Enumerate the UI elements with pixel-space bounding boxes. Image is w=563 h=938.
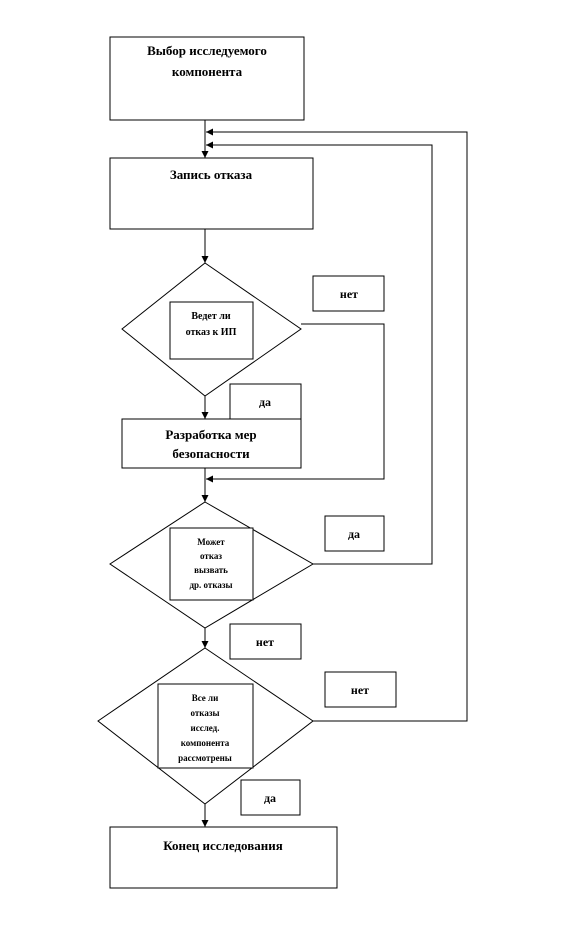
loop-decision1-no <box>206 323 385 483</box>
safety-line2: безопасности <box>172 446 250 461</box>
label-decision2-no-text: нет <box>256 635 274 649</box>
end-node: Конец исследования <box>109 826 338 889</box>
record-box <box>109 157 314 230</box>
decision2-line2: отказ <box>200 551 222 561</box>
start-box <box>109 36 305 121</box>
label-decision3-yes-text: да <box>264 791 276 805</box>
label-decision2-no: нет <box>229 623 302 660</box>
record-line1: Запись отказа <box>170 167 253 182</box>
decision3-node: Все ли отказы исслед. компонента рассмот… <box>97 647 314 805</box>
decision1-line2: отказ к ИП <box>186 327 237 338</box>
start-node: Выбор исследуемого компонента <box>109 36 305 121</box>
decision3-line2: отказы <box>191 708 220 718</box>
label-decision1-no: нет <box>312 275 385 312</box>
loop-decision2-yes <box>206 141 433 565</box>
label-decision3-yes: да <box>240 779 301 816</box>
decision3-line4: компонента <box>181 738 230 748</box>
connectors <box>201 120 468 827</box>
safety-line1: Разработка мер <box>165 427 256 442</box>
label-decision2-yes: да <box>324 515 385 552</box>
decision2-line1: Может <box>197 537 225 547</box>
label-decision3-no: нет <box>324 671 397 708</box>
decision3-inner-box <box>157 683 254 769</box>
decision2-node: Может отказ вызвать др. отказы <box>109 501 314 629</box>
label-decision1-yes: да <box>229 383 302 420</box>
start-line2: компонента <box>172 64 243 79</box>
safety-box <box>121 418 302 469</box>
decision2-line3: вызвать <box>194 565 228 575</box>
start-line1: Выбор исследуемого <box>147 43 267 58</box>
decision3-line1: Все ли <box>192 693 219 703</box>
label-decision1-yes-text: да <box>259 395 271 409</box>
label-decision1-no-text: нет <box>340 287 358 301</box>
decision3-line5: рассмотрены <box>178 753 232 763</box>
decision2-line4: др. отказы <box>189 580 232 590</box>
end-line1: Конец исследования <box>163 838 283 853</box>
label-decision2-yes-text: да <box>348 527 360 541</box>
decision1-node: Ведет ли отказ к ИП <box>121 262 302 397</box>
end-box <box>109 826 338 889</box>
label-decision3-no-text: нет <box>351 683 369 697</box>
record-node: Запись отказа <box>109 157 314 230</box>
decision1-inner-box <box>169 301 254 360</box>
loop-decision3-no <box>206 128 468 722</box>
decision1-line1: Ведет ли <box>191 311 230 322</box>
decision2-inner-box <box>169 527 254 601</box>
decision3-line3: исслед. <box>191 723 220 733</box>
safety-node: Разработка мер безопасности <box>121 418 302 469</box>
